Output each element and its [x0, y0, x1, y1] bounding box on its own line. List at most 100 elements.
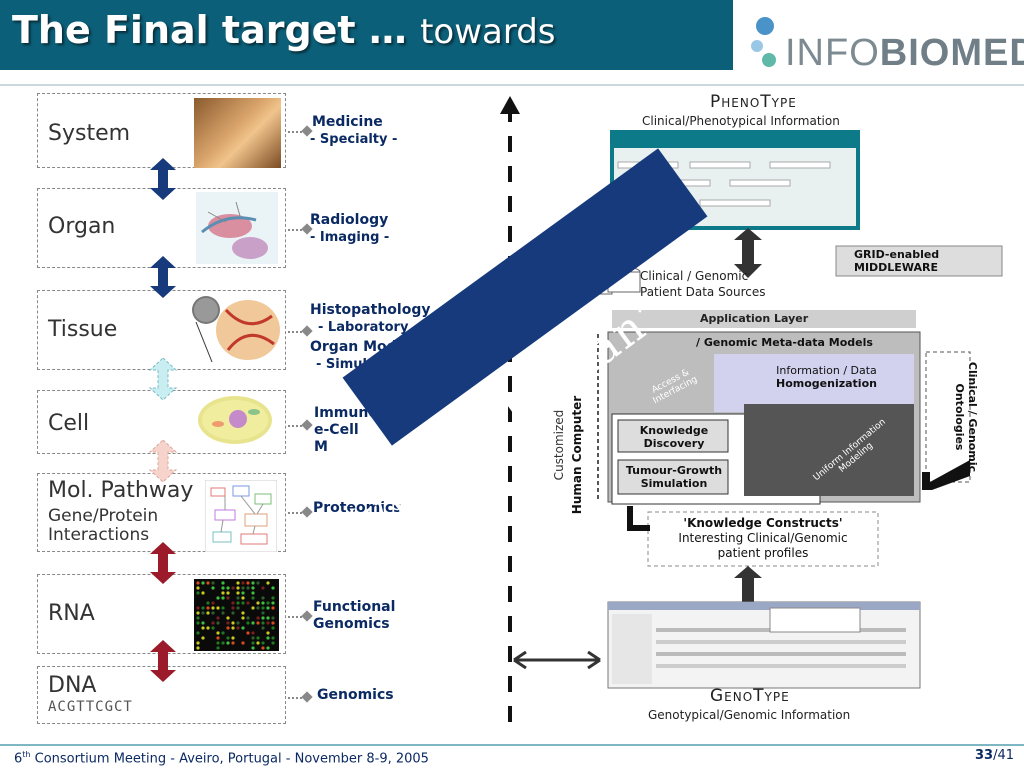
microarray-spot: [196, 581, 200, 585]
microarray-spot: [236, 586, 240, 590]
hci-label: Human Computer: [570, 395, 584, 515]
homog-line-1: Information / Data: [776, 364, 877, 377]
microarray-spot: [206, 581, 210, 585]
microarray-spot: [216, 606, 220, 610]
sources-line-1: Clinical / Genomic: [640, 269, 749, 283]
microarray-spot: [256, 636, 260, 640]
microarray-spot: [246, 631, 250, 635]
level-sub-interactions: Interactions: [48, 525, 150, 545]
title-bar: The Final target … towards: [0, 0, 733, 70]
pathway-diagram-image: [205, 480, 277, 552]
domain-histopathology-title: Histopathology: [310, 302, 431, 318]
microarray-spot: [251, 636, 255, 640]
level-name: Organ: [48, 214, 116, 239]
microarray-spot: [236, 601, 240, 605]
microarray-spot: [211, 601, 215, 605]
domain-radiology: Radiology - Imaging -: [310, 212, 389, 246]
domain-genomics: Genomics: [317, 687, 394, 703]
microarray-spot: [196, 611, 200, 615]
level-name: Cell: [48, 411, 90, 436]
microarray-spot: [271, 641, 275, 645]
level-name: RNA: [48, 601, 95, 626]
logo-text-a: INFO: [785, 32, 880, 74]
microarray-spot: [231, 606, 235, 610]
microarray-spot: [196, 641, 200, 645]
meta-models-label: / Genomic Meta-data Models: [696, 336, 873, 349]
microarray-spot: [261, 611, 265, 615]
connector: [288, 697, 306, 699]
microarray-spot: [196, 646, 200, 650]
microarray-spot: [201, 611, 205, 615]
microarray-spot: [206, 626, 210, 630]
microarray-spot: [196, 606, 200, 610]
microarray-spot: [271, 636, 275, 640]
domain-radiology-title: Radiology: [310, 212, 389, 228]
microarray-spot: [241, 591, 245, 595]
microarray-spot: [226, 596, 230, 600]
microarray-spot: [211, 606, 215, 610]
microarray-spot: [241, 601, 245, 605]
domain-m-title: M: [314, 439, 328, 455]
microarray-spot: [236, 591, 240, 595]
microarray-spot: [196, 586, 200, 590]
domain-proteomics: Proteomics: [313, 500, 402, 516]
connector: [288, 331, 306, 333]
page-total: /41: [993, 748, 1014, 763]
microarray-spot: [231, 641, 235, 645]
human-body-image: [194, 98, 281, 168]
infobiomed-logo: INFOBIOMED: [745, 12, 1024, 74]
domain-medicine-sub: - Specialty -: [310, 132, 398, 147]
microarray-spot: [241, 626, 245, 630]
microarray-spot: [211, 581, 215, 585]
microarray-spot: [226, 621, 230, 625]
microarray-spot: [261, 626, 265, 630]
microarray-spot: [271, 621, 275, 625]
knowledge-discovery-label: Knowledge Discovery: [622, 424, 726, 450]
logo-dots-icon: [751, 17, 776, 67]
microarray-spot: [206, 601, 210, 605]
microarray-spot: [211, 626, 215, 630]
microarray-spot: [271, 626, 275, 630]
microarray-spot: [216, 596, 220, 600]
microarray-spot: [251, 621, 255, 625]
connector-dot: [301, 691, 313, 703]
page-current: 33: [974, 748, 994, 763]
connector: [288, 425, 306, 427]
microarray-spot: [271, 601, 275, 605]
microarray-spot: [266, 646, 270, 650]
page-number: 33/41: [975, 748, 1014, 763]
microarray-spot: [266, 621, 270, 625]
data-sources-label: Clinical / Genomic Patient Data Sources: [640, 268, 766, 300]
kc-line-1: 'Knowledge Constructs': [683, 516, 843, 530]
microarray-spot: [241, 596, 245, 600]
microarray-spot: [221, 606, 225, 610]
slide-title-sub: towards: [420, 12, 556, 52]
microarray-spot: [226, 636, 230, 640]
microarray-image: [194, 579, 279, 651]
microarray-spot: [196, 591, 200, 595]
microarray-spot: [231, 636, 235, 640]
microarray-spot: [271, 616, 275, 620]
microarray-spot: [221, 631, 225, 635]
microarray-spot: [236, 596, 240, 600]
info-homogenization-label: Information / Data Homogenization: [776, 364, 877, 390]
microarray-spot: [261, 621, 265, 625]
microarray-spot: [236, 581, 240, 585]
microarray-spot: [216, 621, 220, 625]
microarray-spot: [261, 616, 265, 620]
microarray-spot: [261, 586, 265, 590]
microarray-spot: [231, 611, 235, 615]
kd-line-1: Knowledge: [639, 424, 709, 437]
microarray-spot: [251, 581, 255, 585]
level-name: System: [48, 121, 131, 146]
microarray-spot: [231, 586, 235, 590]
microarray-spot: [251, 606, 255, 610]
microarray-spot: [221, 611, 225, 615]
logo-text-b: BIOMED: [879, 32, 1024, 74]
microarray-spot: [236, 621, 240, 625]
microarray-spot: [221, 586, 225, 590]
tg-line-1: Tumour-Growth: [625, 464, 723, 477]
microarray-spot: [256, 606, 260, 610]
microarray-spot: [201, 626, 205, 630]
microarray-spot: [216, 616, 220, 620]
